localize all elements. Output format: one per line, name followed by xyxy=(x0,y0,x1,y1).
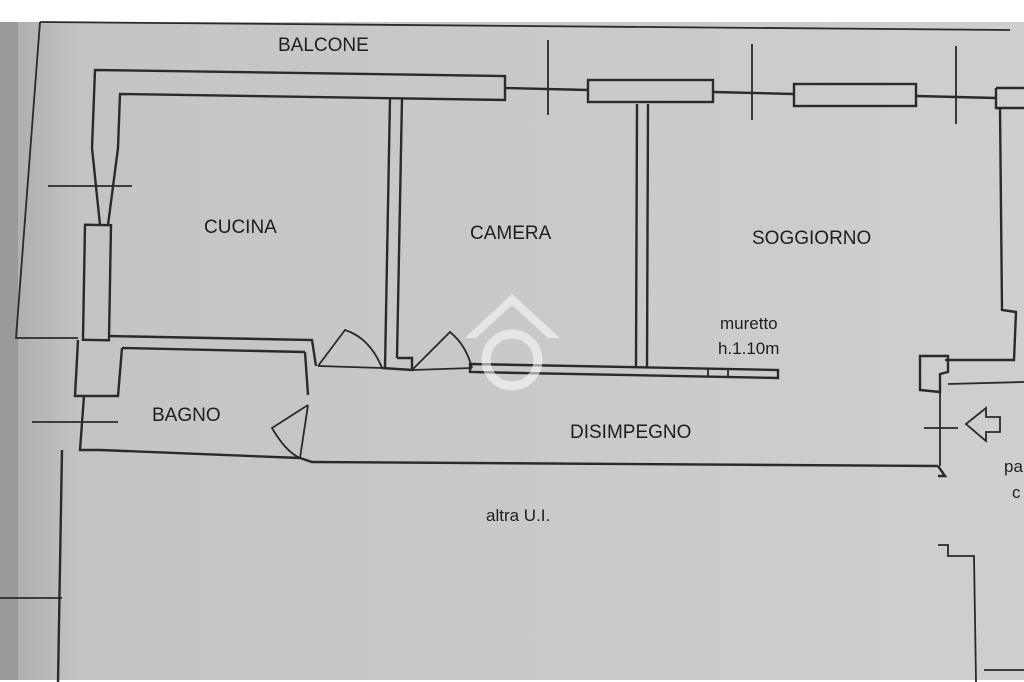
entrance-arrow-icon xyxy=(964,406,1001,443)
note-muretto: muretto xyxy=(720,314,778,333)
edge-text-bottom: c xyxy=(1012,483,1021,502)
home-watermark-icon xyxy=(465,294,560,391)
top-exterior-wall xyxy=(90,40,1024,149)
left-dark-strip xyxy=(0,22,18,680)
doors xyxy=(270,328,473,459)
room-label-bagno: BAGNO xyxy=(152,405,221,426)
note-muretto-height: h.1.10m xyxy=(718,339,779,358)
left-outer-edge xyxy=(15,21,78,339)
room-label-balcone: BALCONE xyxy=(278,35,369,56)
edge-text-top: pa xyxy=(1004,457,1023,476)
interior-walls xyxy=(99,97,1024,682)
left-exterior-wall xyxy=(32,147,132,682)
room-label-altra-ui: altra U.I. xyxy=(486,506,550,525)
paper-background xyxy=(0,22,1024,680)
room-label-cucina: CUCINA xyxy=(204,217,277,238)
room-label-camera: CAMERA xyxy=(470,223,552,244)
balcony-edge xyxy=(39,21,1011,31)
room-label-disimpegno: DISIMPEGNO xyxy=(570,422,691,443)
room-label-soggiorno: SOGGIORNO xyxy=(752,228,871,249)
